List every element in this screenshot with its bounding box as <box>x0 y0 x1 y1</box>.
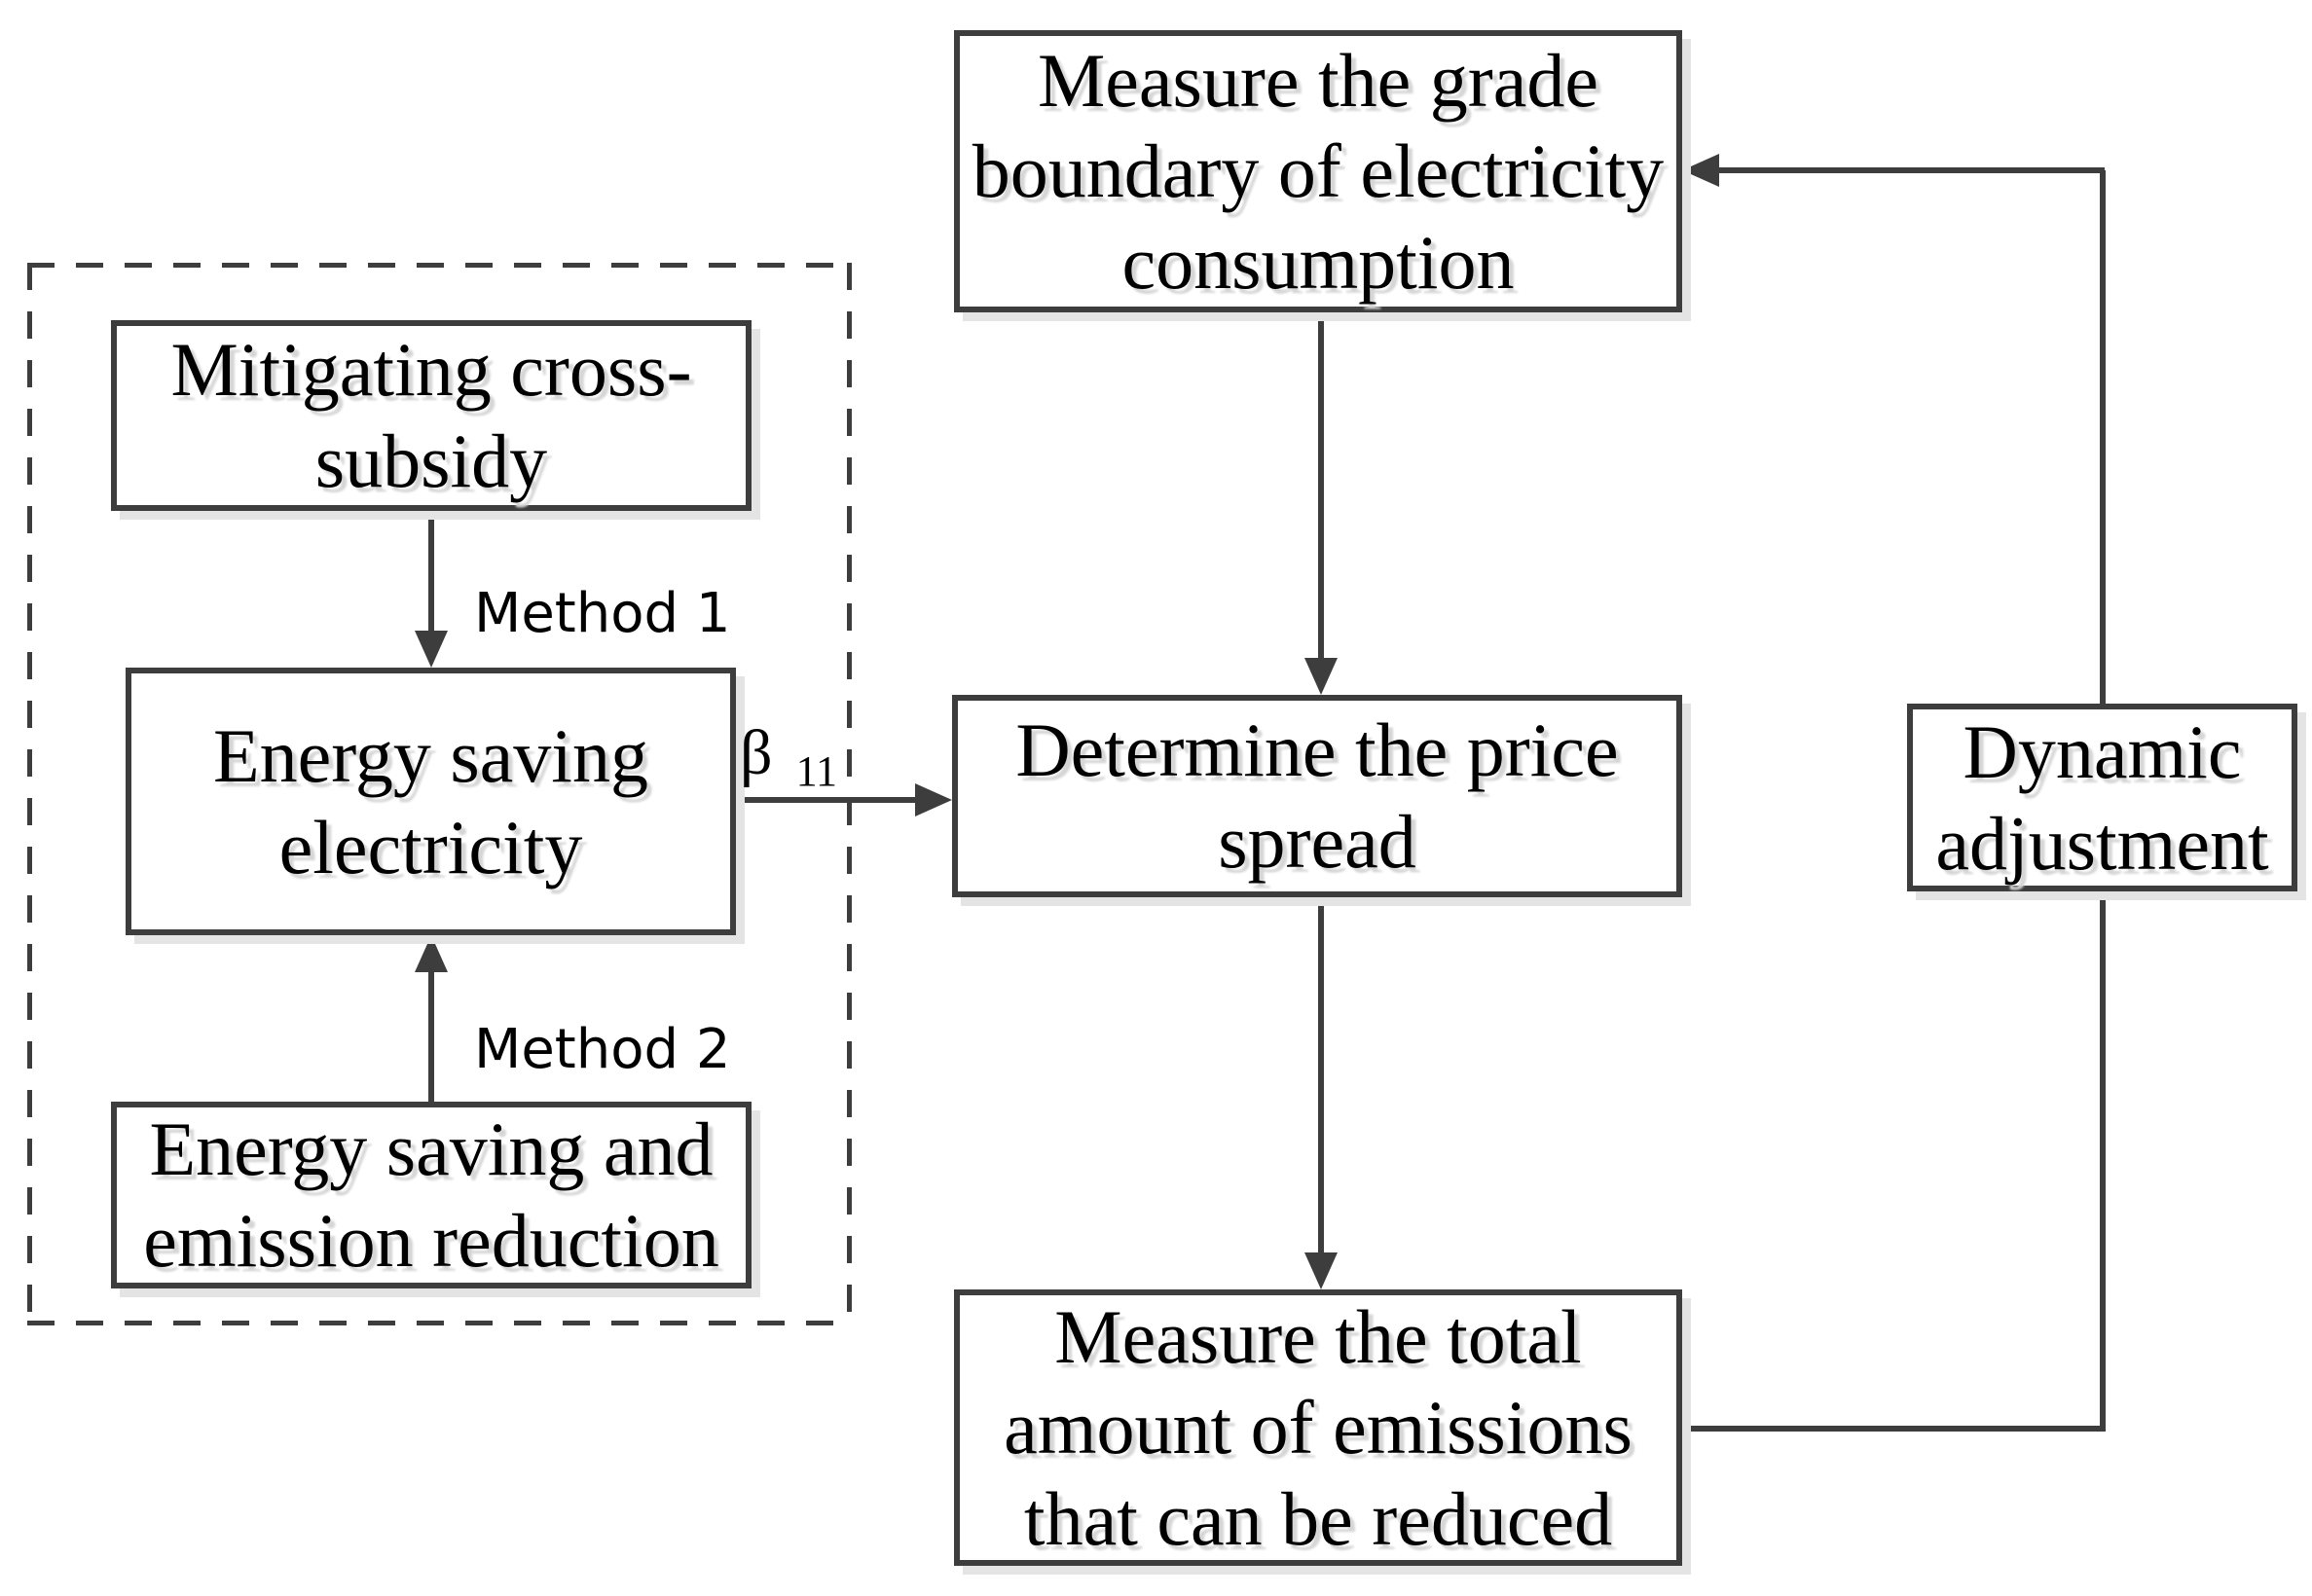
method2-arrow-line <box>428 970 434 1102</box>
measure-total-emissions-label: Measure the total amount of emissions th… <box>1004 1293 1633 1561</box>
arrowhead-into-determine-price-box <box>1304 658 1338 695</box>
energy-saving-emission-reduction-box: Energy saving and emission reduction <box>111 1102 752 1288</box>
mitigating-cross-subsidy-label: Mitigating cross- subsidy <box>170 327 692 503</box>
methods-group-dashed-border-top <box>27 263 852 268</box>
energy-saving-electricity-label: Energy saving electricity <box>213 712 648 889</box>
measure-total-emissions-box: Measure the total amount of emissions th… <box>954 1289 1682 1566</box>
measure-grade-boundary-box: Measure the grade boundary of electricit… <box>954 30 1682 312</box>
connector-dynamic-to-grade-vertical <box>2100 170 2106 704</box>
connector-grade-to-price-line <box>1318 312 1324 661</box>
arrowhead-into-measure-total-box <box>1304 1252 1338 1289</box>
energy-saving-electricity-box: Energy saving electricity <box>126 668 736 935</box>
determine-price-spread-label: Determine the price spread <box>1015 707 1619 884</box>
method2-label: Method 2 <box>474 1018 731 1081</box>
connector-total-to-dynamic-horizontal <box>1682 1426 2106 1432</box>
arrowhead-into-measure-grade-box <box>1682 154 1719 187</box>
connector-price-to-total-line <box>1318 897 1324 1254</box>
beta-subscript: 11 <box>795 747 837 795</box>
energy-saving-emission-reduction-label: Energy saving and emission reduction <box>143 1106 719 1283</box>
arrowhead-beta11-into-determine-price-box <box>915 783 952 816</box>
beta-symbol: β <box>740 717 773 788</box>
beta11-coefficient-label: β 11 <box>740 716 837 795</box>
dynamic-adjustment-label: Dynamic adjustment <box>1935 708 2269 886</box>
method1-label: Method 1 <box>474 582 731 645</box>
determine-price-spread-box: Determine the price spread <box>952 695 1682 897</box>
method1-arrow-line <box>428 511 434 637</box>
mitigating-cross-subsidy-box: Mitigating cross- subsidy <box>111 320 752 511</box>
methods-group-dashed-border-left <box>27 263 32 1325</box>
beta11-arrow-line <box>736 797 919 803</box>
methods-group-dashed-border-right <box>847 263 852 1325</box>
connector-dynamic-to-grade-horizontal <box>1715 167 2105 173</box>
connector-total-to-dynamic-vertical <box>2100 891 2106 1432</box>
measure-grade-boundary-label: Measure the grade boundary of electricit… <box>972 37 1665 305</box>
methods-group-dashed-border-bottom <box>27 1321 852 1325</box>
arrowhead-method1-into-energy-electricity-box <box>415 631 448 668</box>
dynamic-adjustment-box: Dynamic adjustment <box>1907 704 2297 891</box>
arrowhead-method2-into-energy-electricity-box <box>415 935 448 972</box>
